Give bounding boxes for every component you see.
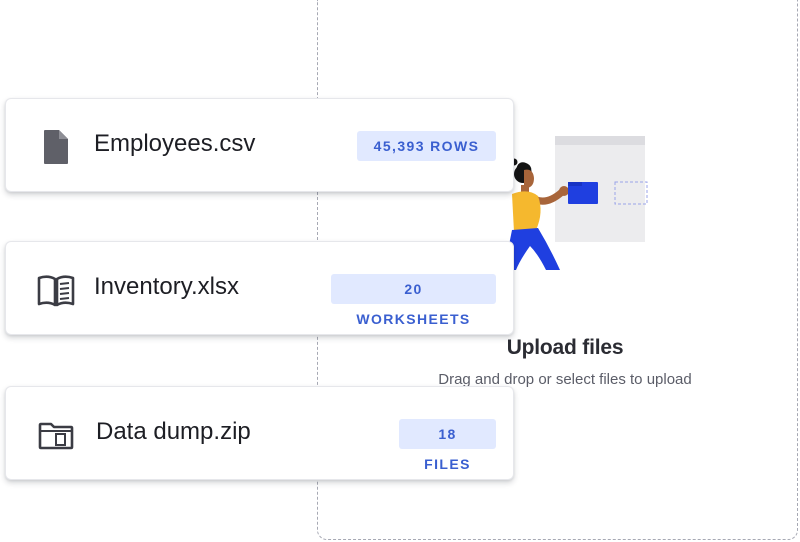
status-badge: 18 FILES (399, 419, 496, 472)
folder-icon (38, 422, 74, 450)
upload-subtitle: Drag and drop or select files to upload (438, 371, 692, 388)
file-icon (44, 130, 68, 164)
file-card-datadump[interactable]: Data dump.zip 18 FILES (5, 386, 514, 480)
file-name: Data dump.zip (96, 418, 251, 445)
file-name: Inventory.xlsx (94, 273, 239, 300)
status-badge: 45,393 ROWS (357, 131, 496, 161)
file-card-employees[interactable]: Employees.csv 45,393 ROWS (5, 98, 514, 192)
upload-title: Upload files (506, 336, 624, 359)
book-icon (37, 275, 75, 307)
file-name: Employees.csv (94, 130, 256, 157)
status-badge: 20 WORKSHEETS (331, 274, 496, 327)
upload-illustration (506, 136, 648, 270)
file-card-inventory[interactable]: Inventory.xlsx 20 WORKSHEETS (5, 241, 514, 335)
